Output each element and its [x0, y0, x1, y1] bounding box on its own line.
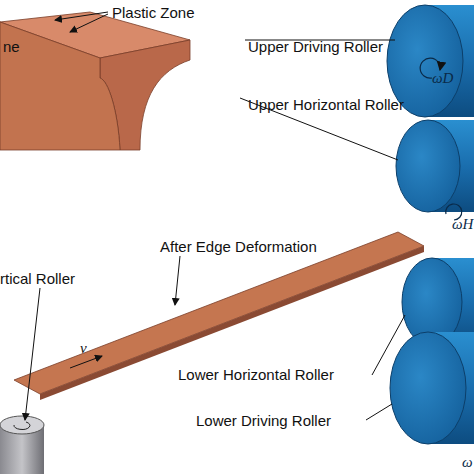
- velocity-symbol: v: [80, 340, 87, 357]
- part-label: Upper Driving Roller: [248, 38, 383, 55]
- part-label: Plastic Zone: [112, 4, 195, 21]
- part-label: rtical Roller: [0, 270, 75, 287]
- part-label: Upper Horizontal Roller: [248, 96, 404, 113]
- leader-lines: [25, 12, 405, 420]
- angular-velocity: ωH: [452, 216, 473, 233]
- part-label: Lower Horizontal Roller: [178, 366, 334, 383]
- angular-velocity: ω: [462, 454, 473, 471]
- metal-strip: [14, 232, 424, 400]
- plastic-zone-block: [0, 12, 190, 150]
- vertical-roller: [0, 416, 44, 474]
- rollers: [387, 5, 474, 444]
- angular-velocity: ωD: [432, 70, 453, 87]
- part-label: ne: [3, 38, 20, 55]
- part-label: Lower Driving Roller: [196, 412, 331, 429]
- part-label: After Edge Deformation: [160, 238, 317, 255]
